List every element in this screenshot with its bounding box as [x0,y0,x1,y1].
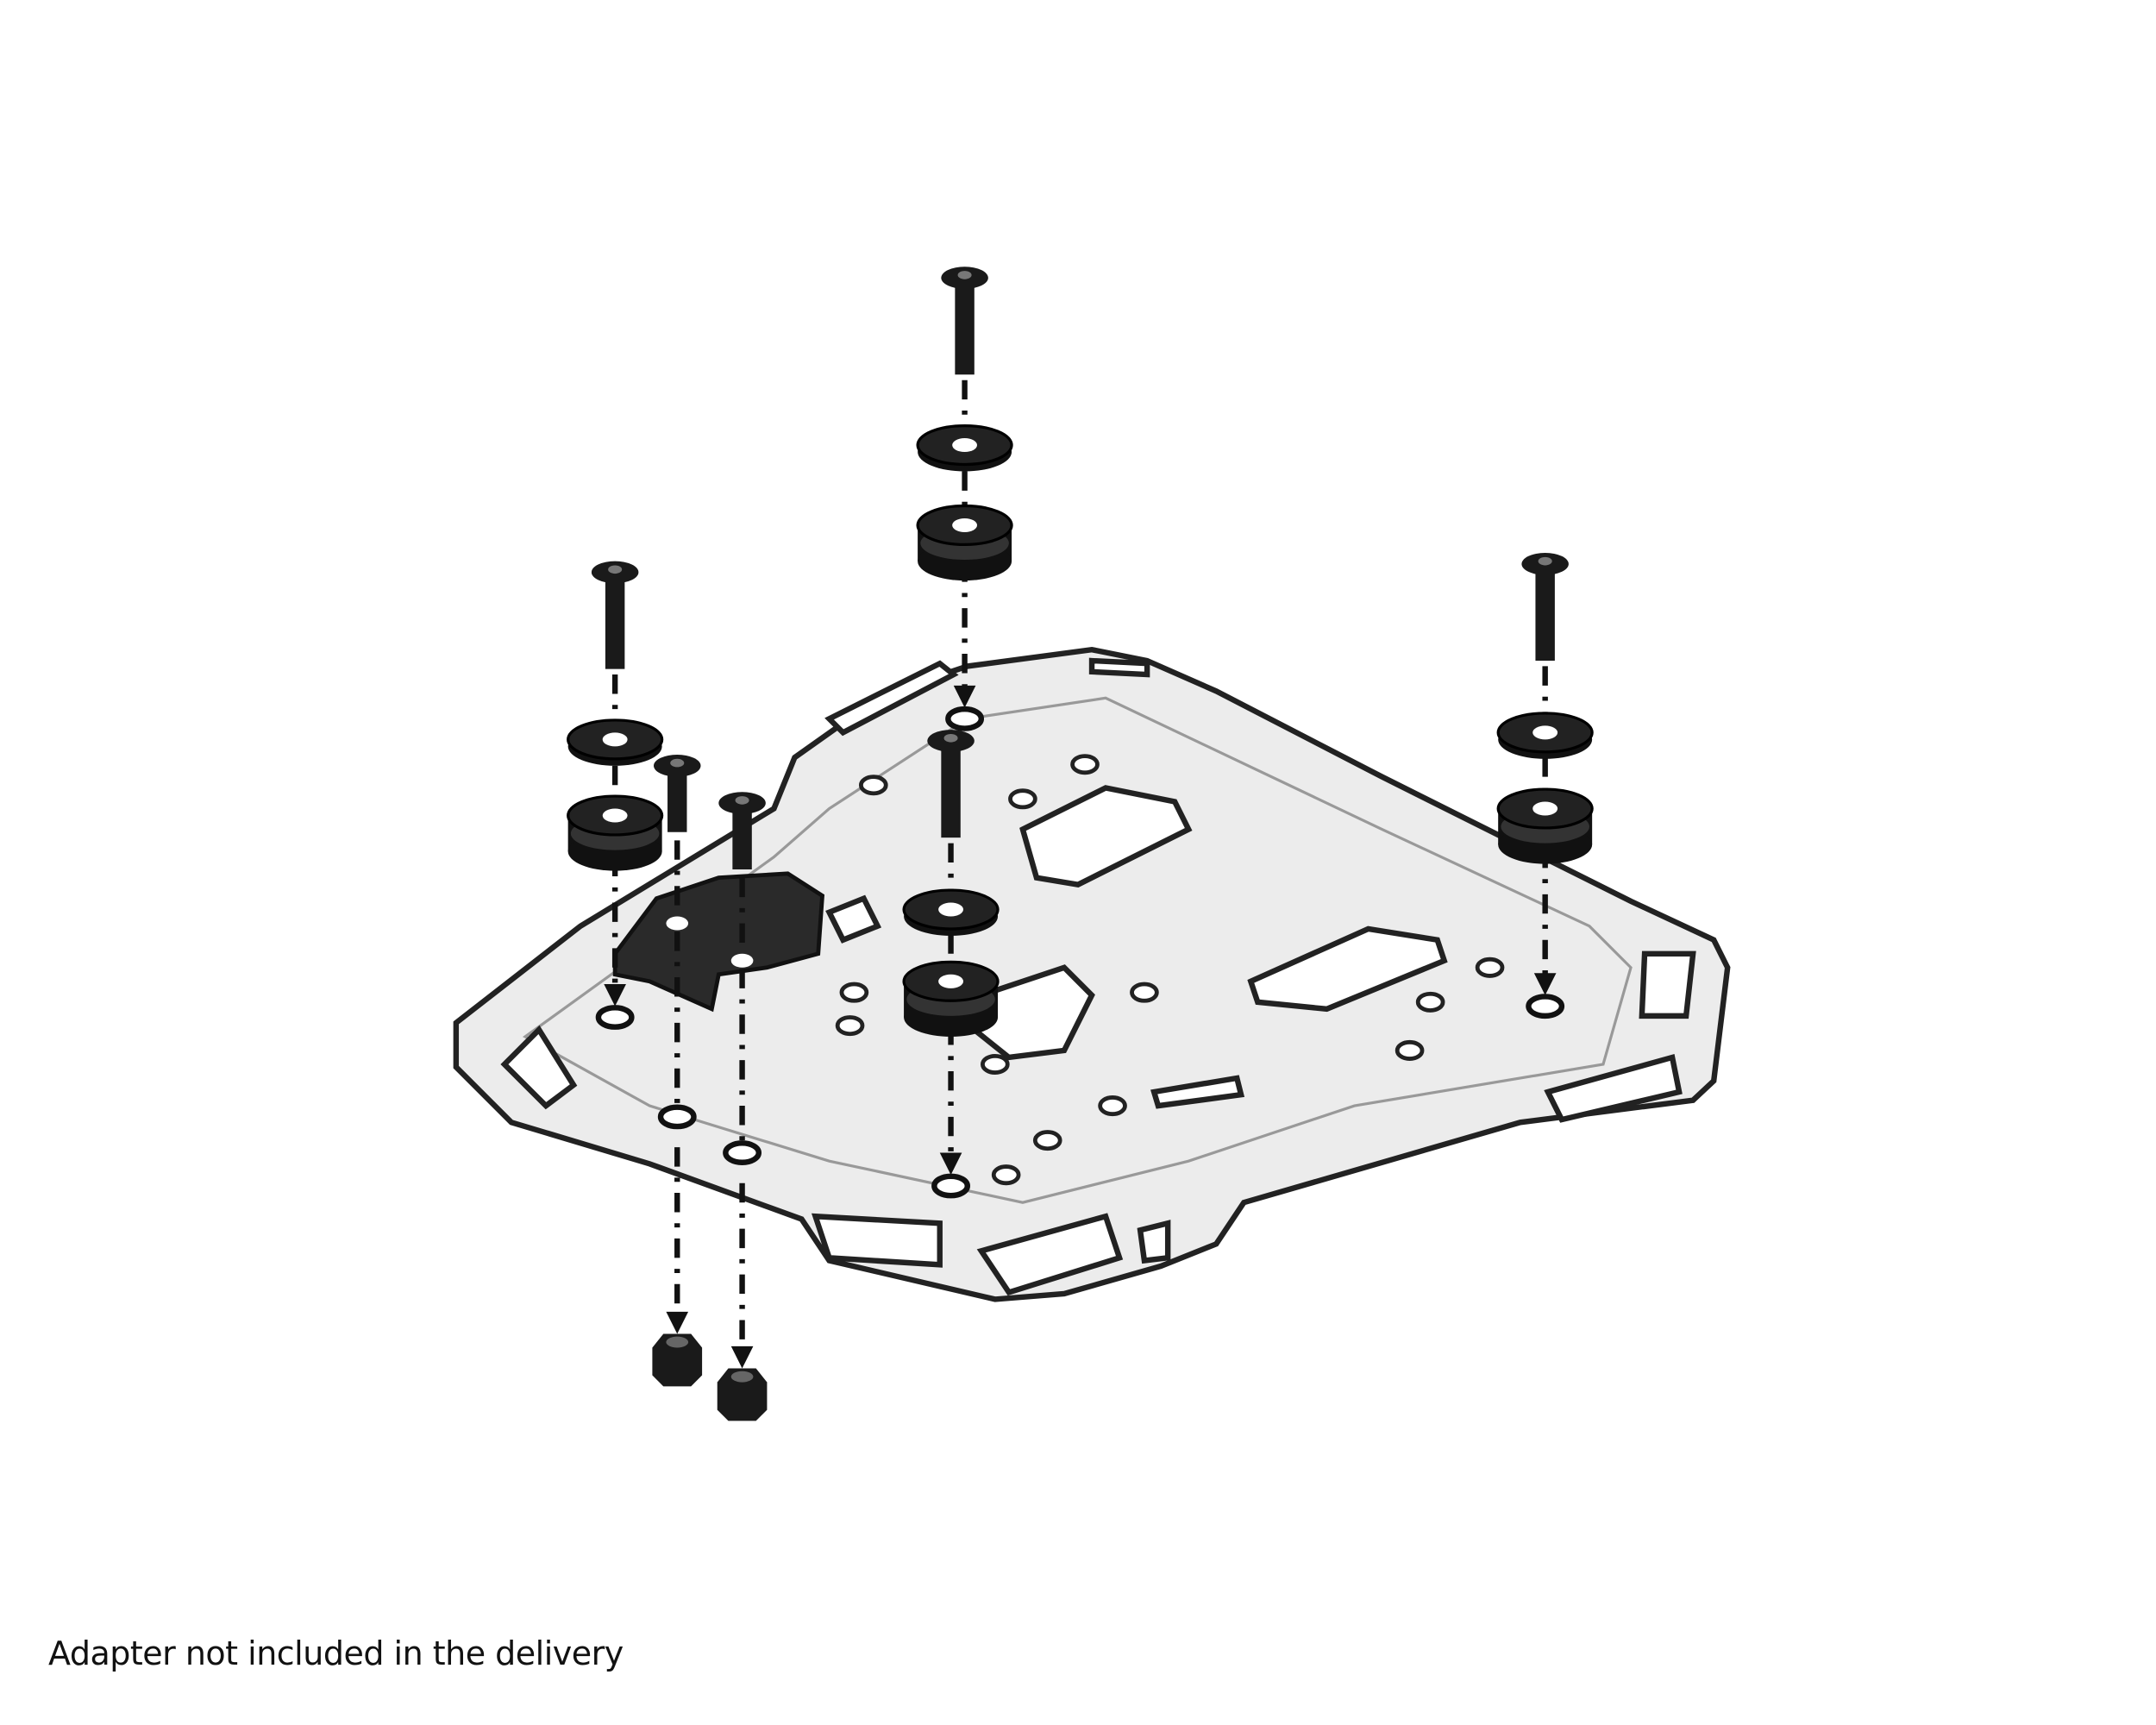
mounting-hole [1395,1039,1425,1061]
screw-shaft [667,765,687,832]
cutout [1019,785,1193,888]
target-hole [931,1173,970,1199]
hex-nut [652,1333,703,1387]
mounting-hole [839,982,869,1003]
screw-shaft [1535,563,1555,662]
mounting-hole [858,775,888,796]
arrow-icon [604,984,626,1007]
mounting-hole [981,1053,1010,1075]
cutout [976,1213,1124,1296]
screw-shaft [605,572,625,669]
cutout [1150,1075,1245,1109]
washer-hole [1532,725,1558,740]
mounting-hole [991,1164,1021,1186]
cutout [1137,1220,1171,1264]
grommet-hole [602,808,628,823]
cutout [1639,950,1696,1019]
washer-hole [952,438,978,453]
mounting-hole [835,1015,865,1037]
mounting-hole [1415,991,1445,1013]
arrow-icon [666,1311,689,1334]
rack-plate [453,646,1731,1302]
mounting-hole [1032,1130,1062,1151]
cutout [1247,925,1448,1013]
screw-socket [1538,556,1552,566]
cutout [825,894,882,944]
grommet-hole [1532,801,1558,816]
caption-text: Adapter not included in the delivery [48,1634,624,1672]
target-hole [723,1140,762,1165]
nut-hole [666,1336,689,1348]
cutout [811,1213,943,1268]
grommet-hole [938,974,963,988]
cutout [1544,1053,1683,1123]
screw-shaft [732,803,752,870]
mounting-hole [1070,754,1100,775]
hex-nut [717,1368,768,1421]
screw-shaft [941,740,961,838]
washer-hole [938,902,963,917]
slot [1088,657,1150,678]
target-hole [657,1104,697,1130]
adapter-plate [612,871,825,1013]
screw-socket [943,733,958,743]
target-hole [945,706,985,731]
mounting-hole [1008,788,1037,810]
grommet-hole [952,518,978,532]
screw-socket [670,758,685,768]
arrow-icon [1533,973,1557,995]
adapter-hole [666,916,689,931]
screw-socket [735,796,749,805]
washer-hole [602,732,628,747]
mounting-hole [1098,1095,1127,1117]
arrow-icon [730,1346,754,1369]
screw-socket [608,565,623,574]
screw-shaft [955,278,975,375]
mounting-hole [1475,957,1505,978]
screw-socket [957,271,972,279]
target-hole [595,1005,635,1030]
slot [824,660,959,737]
nut-hole [730,1371,754,1383]
arrow-icon [939,1152,962,1176]
target-hole [1526,994,1565,1019]
cutout [500,1025,578,1110]
mounting-hole [1130,982,1159,1003]
adapter-hole [730,953,754,968]
arrow-icon [953,685,976,708]
plate-cutouts [500,657,1696,1296]
